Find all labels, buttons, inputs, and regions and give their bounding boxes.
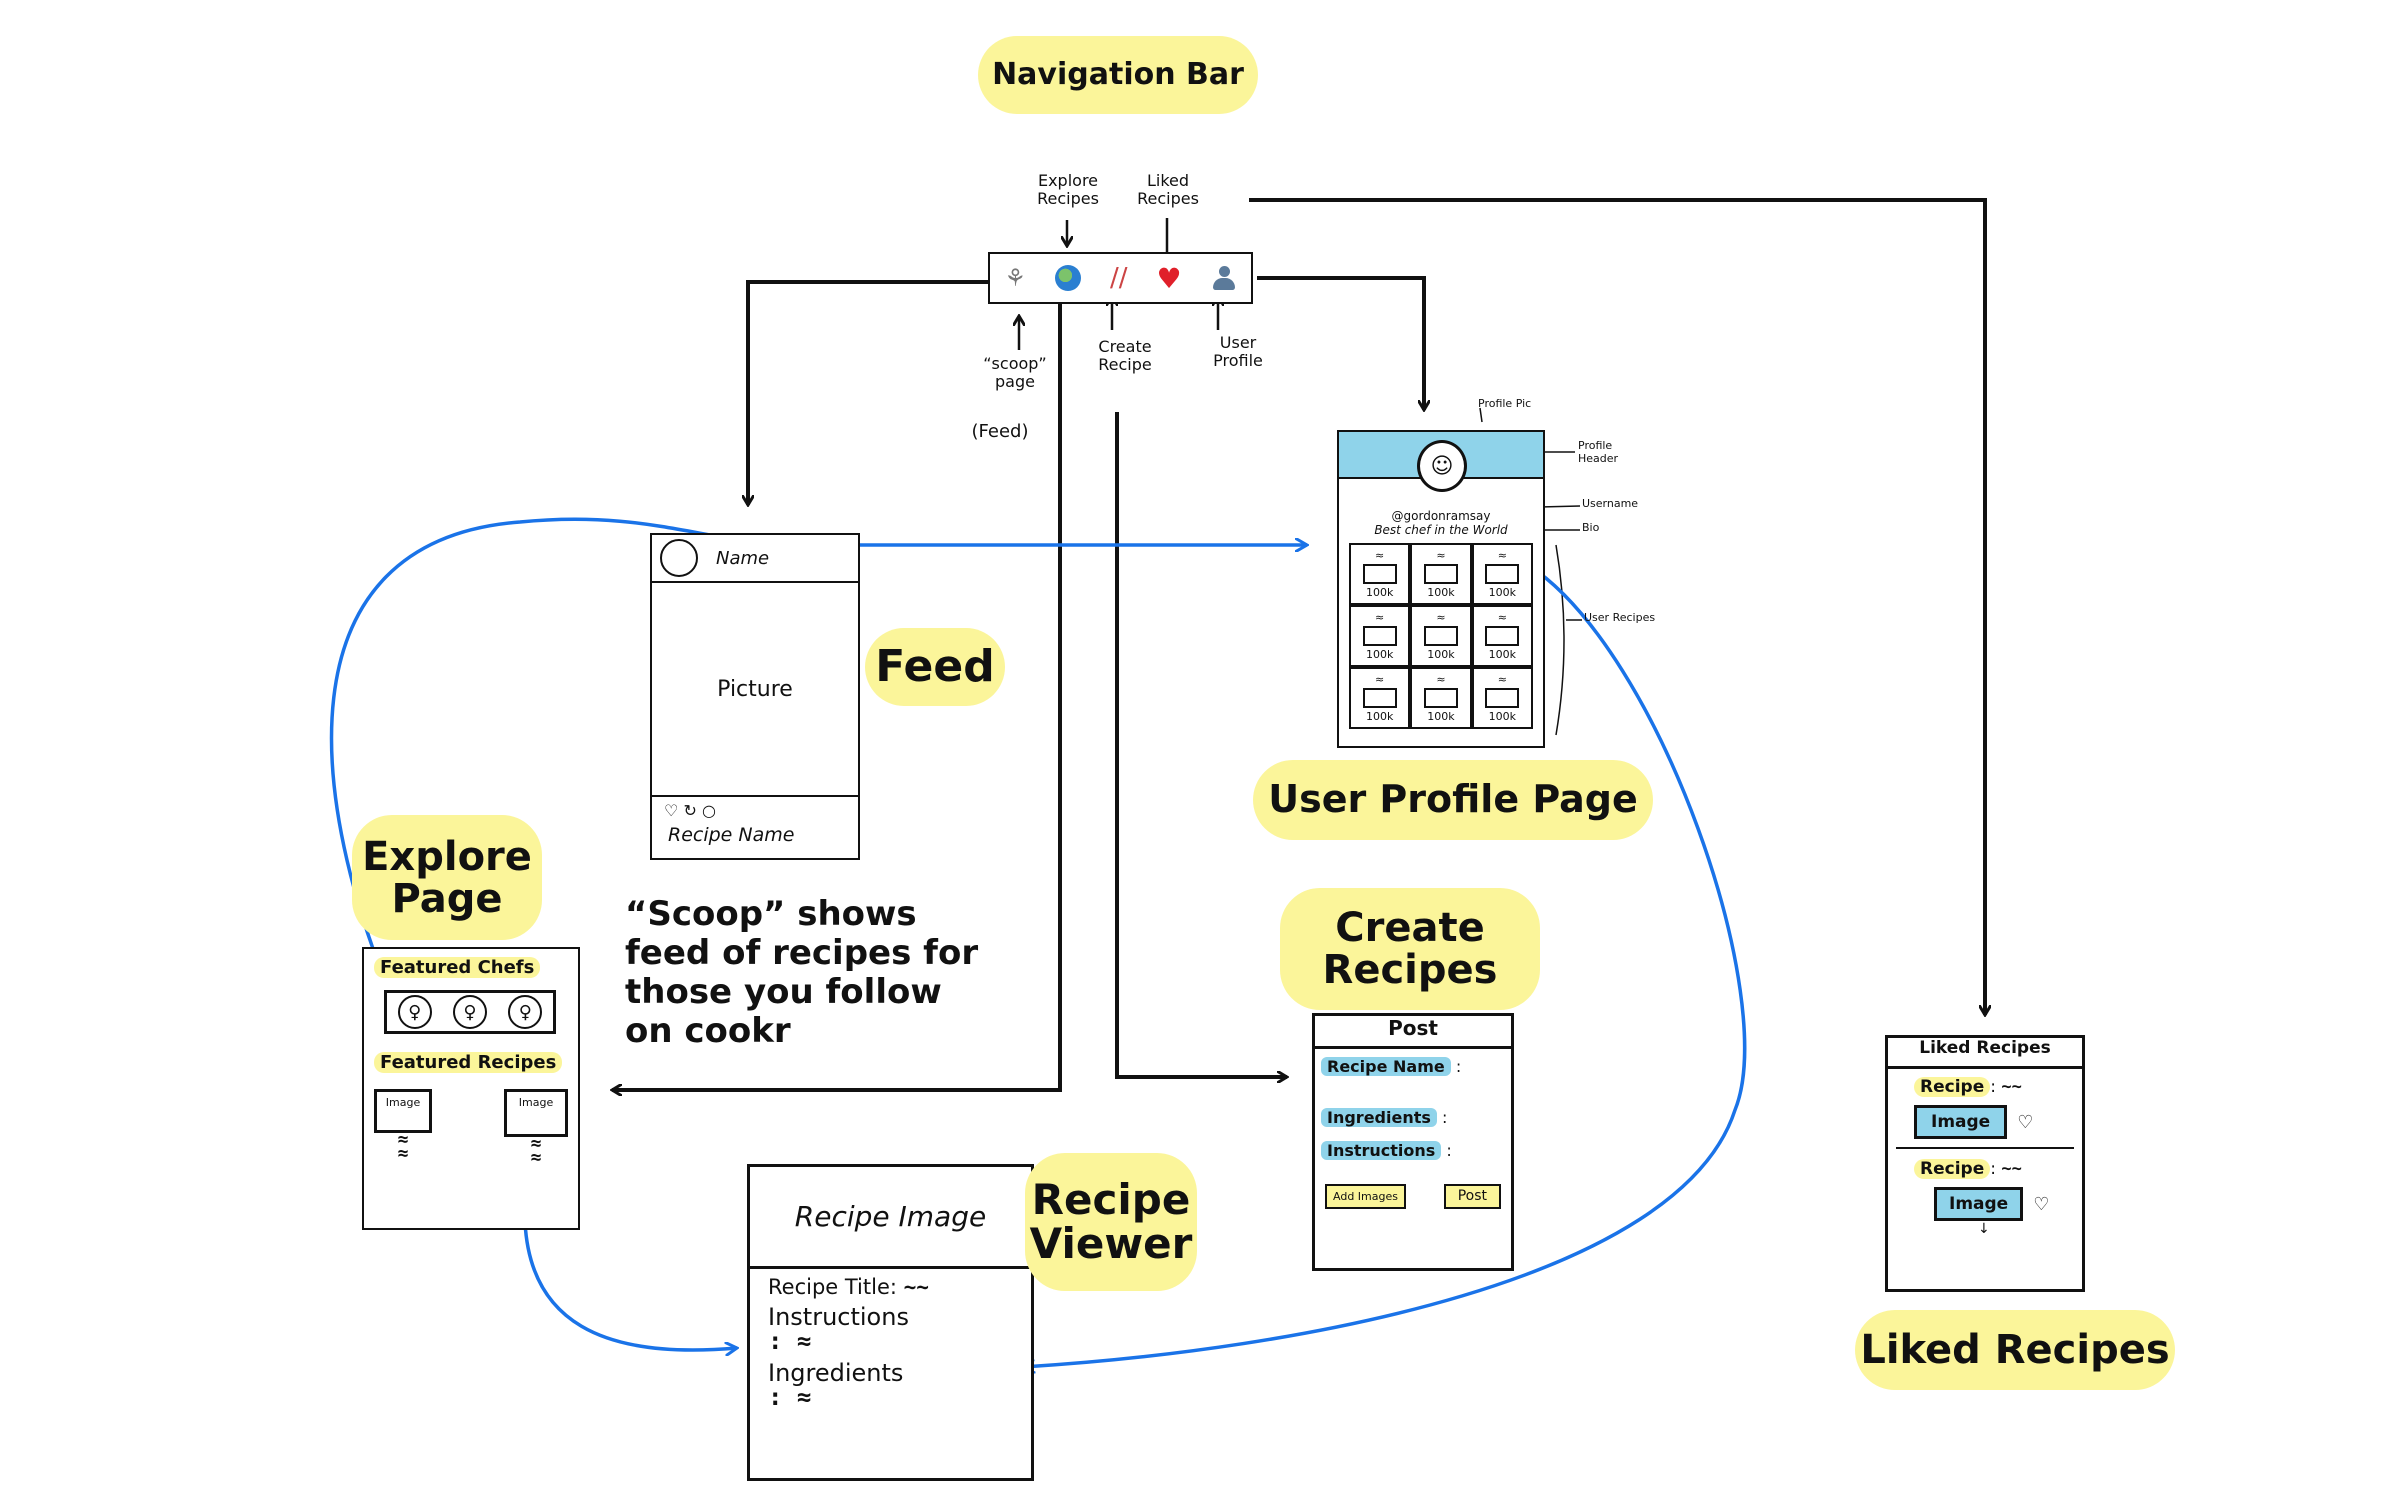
heart-icon[interactable]: ♡ xyxy=(2017,1111,2034,1133)
nav-bar-mock: ⚘ ∕∕ ♥ xyxy=(988,252,1253,304)
create-recipe-mock: Post Recipe Name : Ingredients : Instruc… xyxy=(1312,1013,1514,1271)
annotation-feed: (Feed) xyxy=(971,421,1029,442)
featured-recipes-label: Featured Recipes xyxy=(374,1052,568,1073)
viewer-recipe-image: Recipe Image xyxy=(750,1167,1031,1269)
grid-recipe[interactable]: ≈100k xyxy=(1471,605,1533,667)
arrow-nav-to-explore xyxy=(612,300,1062,1090)
grid-recipe[interactable]: ≈100k xyxy=(1410,605,1472,667)
label-explore-page: Explore Page xyxy=(352,815,542,940)
annotation-username: Username xyxy=(1582,497,1639,510)
feed-heart-icon: ♡ xyxy=(664,801,679,820)
create-instructions-row: Instructions : xyxy=(1315,1127,1511,1160)
label-navigation-bar: Navigation Bar xyxy=(978,36,1258,114)
heart-icon[interactable]: ♥ xyxy=(1156,261,1182,295)
label-user-profile-page: User Profile Page xyxy=(1253,760,1653,840)
liked-recipes-mock: Liked Recipes Recipe: ∼∼ Image ♡ Recipe:… xyxy=(1885,1035,2085,1292)
user-icon[interactable] xyxy=(1211,265,1237,291)
grid-recipe[interactable]: ≈100k xyxy=(1410,667,1472,729)
chef-avatar[interactable]: ♀ xyxy=(452,995,487,1029)
blue-arrow-chef-to-profile xyxy=(329,517,1307,1041)
annotation-explore-recipes: Explore Recipes xyxy=(1037,171,1099,209)
liked-item[interactable]: Recipe: ∼∼ Image ♡ xyxy=(1896,1069,2074,1149)
spoon-icon[interactable]: ⚘ xyxy=(1004,264,1026,292)
create-recipe-name-row: Recipe Name : xyxy=(1315,1049,1511,1076)
create-header: Post xyxy=(1315,1016,1511,1049)
profile-recipe-grid: ≈100k ≈100k ≈100k ≈100k ≈100k ≈100k ≈100… xyxy=(1349,543,1533,729)
annotation-profile-pic: Profile Pic xyxy=(1478,397,1532,410)
chopsticks-icon[interactable]: ∕∕ xyxy=(1109,263,1128,293)
label-feed: Feed xyxy=(865,628,1005,706)
feed-comment-icon: ○ xyxy=(701,801,716,820)
profile-bio: Best chef in the World xyxy=(1374,523,1508,537)
feed-name: Name xyxy=(716,547,770,569)
feed-picture: Picture xyxy=(717,676,793,702)
globe-icon[interactable] xyxy=(1054,265,1081,291)
post-button[interactable]: Post xyxy=(1443,1184,1501,1209)
annotation-create-recipe: Create Recipe xyxy=(1098,337,1152,375)
arrow-nav-to-create xyxy=(1115,412,1287,1077)
scoop-note: “Scoop” shows feed of recipes for those … xyxy=(625,894,979,1052)
blue-arrow-profile-to-viewer xyxy=(1023,563,1747,1367)
featured-recipe-card[interactable]: Image ≈≈ xyxy=(374,1089,432,1165)
arrow-nav-to-profile xyxy=(1257,276,1424,410)
label-liked-recipes: Liked Recipes xyxy=(1855,1310,2175,1390)
grid-recipe[interactable]: ≈100k xyxy=(1349,667,1411,729)
annotation-user-recipes: User Recipes xyxy=(1584,611,1656,624)
feed-repost-icon: ↻ xyxy=(683,801,697,820)
featured-chefs-row: ♀ ♀ ♀ xyxy=(384,990,556,1034)
profile-username: @gordonramsay xyxy=(1391,509,1491,523)
annotation-profile-header: Profile Header xyxy=(1578,439,1619,465)
label-recipe-viewer: Recipe Viewer xyxy=(1025,1153,1197,1291)
add-images-button[interactable]: Add Images xyxy=(1325,1184,1406,1209)
profile-pic: ☺ xyxy=(1417,440,1467,492)
annotation-user-profile: User Profile xyxy=(1213,333,1263,371)
label-create-recipes: Create Recipes xyxy=(1280,888,1540,1010)
heart-icon[interactable]: ♡ xyxy=(2033,1193,2050,1215)
arrow-nav-to-feed xyxy=(748,280,988,505)
grid-recipe[interactable]: ≈100k xyxy=(1349,543,1411,605)
chef-avatar[interactable]: ♀ xyxy=(508,995,543,1029)
explore-mock: Featured Chefs ♀ ♀ ♀ Featured Recipes Im… xyxy=(362,947,580,1230)
grid-recipe[interactable]: ≈100k xyxy=(1349,605,1411,667)
annotation-bio: Bio xyxy=(1582,521,1600,534)
grid-recipe[interactable]: ≈100k xyxy=(1410,543,1472,605)
chef-avatar[interactable]: ♀ xyxy=(397,995,432,1029)
grid-recipe[interactable]: ≈100k xyxy=(1471,543,1533,605)
feed-recipe-name: Recipe Name xyxy=(668,824,795,846)
liked-item[interactable]: Recipe: ∼∼ Image ♡ ↓ xyxy=(1896,1149,2074,1237)
grid-recipe[interactable]: ≈100k xyxy=(1471,667,1533,729)
viewer-instructions: Instructions xyxy=(768,1303,909,1331)
feed-mock: Name Picture ♡ ↻ ○ Recipe Name xyxy=(650,533,860,860)
featured-chefs-label: Featured Chefs xyxy=(374,957,568,978)
recipe-viewer-mock: Recipe Image Recipe Title: ∼∼ Instructio… xyxy=(747,1164,1034,1481)
profile-mock: ☺ @gordonramsay Best chef in the World ≈… xyxy=(1337,430,1545,748)
liked-header: Liked Recipes xyxy=(1888,1038,2082,1069)
blue-arrow-explore-to-viewer xyxy=(523,1221,737,1350)
annotation-scoop-page: “scoop” page xyxy=(983,354,1047,392)
viewer-ingredients: Ingredients xyxy=(768,1359,904,1387)
profile-header: ☺ xyxy=(1339,432,1543,492)
arrow-nav-to-liked xyxy=(1249,198,1985,1015)
annotation-liked-recipes: Liked Recipes xyxy=(1137,171,1199,209)
scroll-down-icon: ↓ xyxy=(1978,1221,1990,1237)
viewer-recipe-title: Recipe Title: xyxy=(768,1275,897,1299)
avatar xyxy=(660,539,698,577)
featured-recipe-card[interactable]: Image ≈≈ xyxy=(504,1089,568,1167)
create-ingredients-row: Ingredients : xyxy=(1315,1076,1511,1127)
